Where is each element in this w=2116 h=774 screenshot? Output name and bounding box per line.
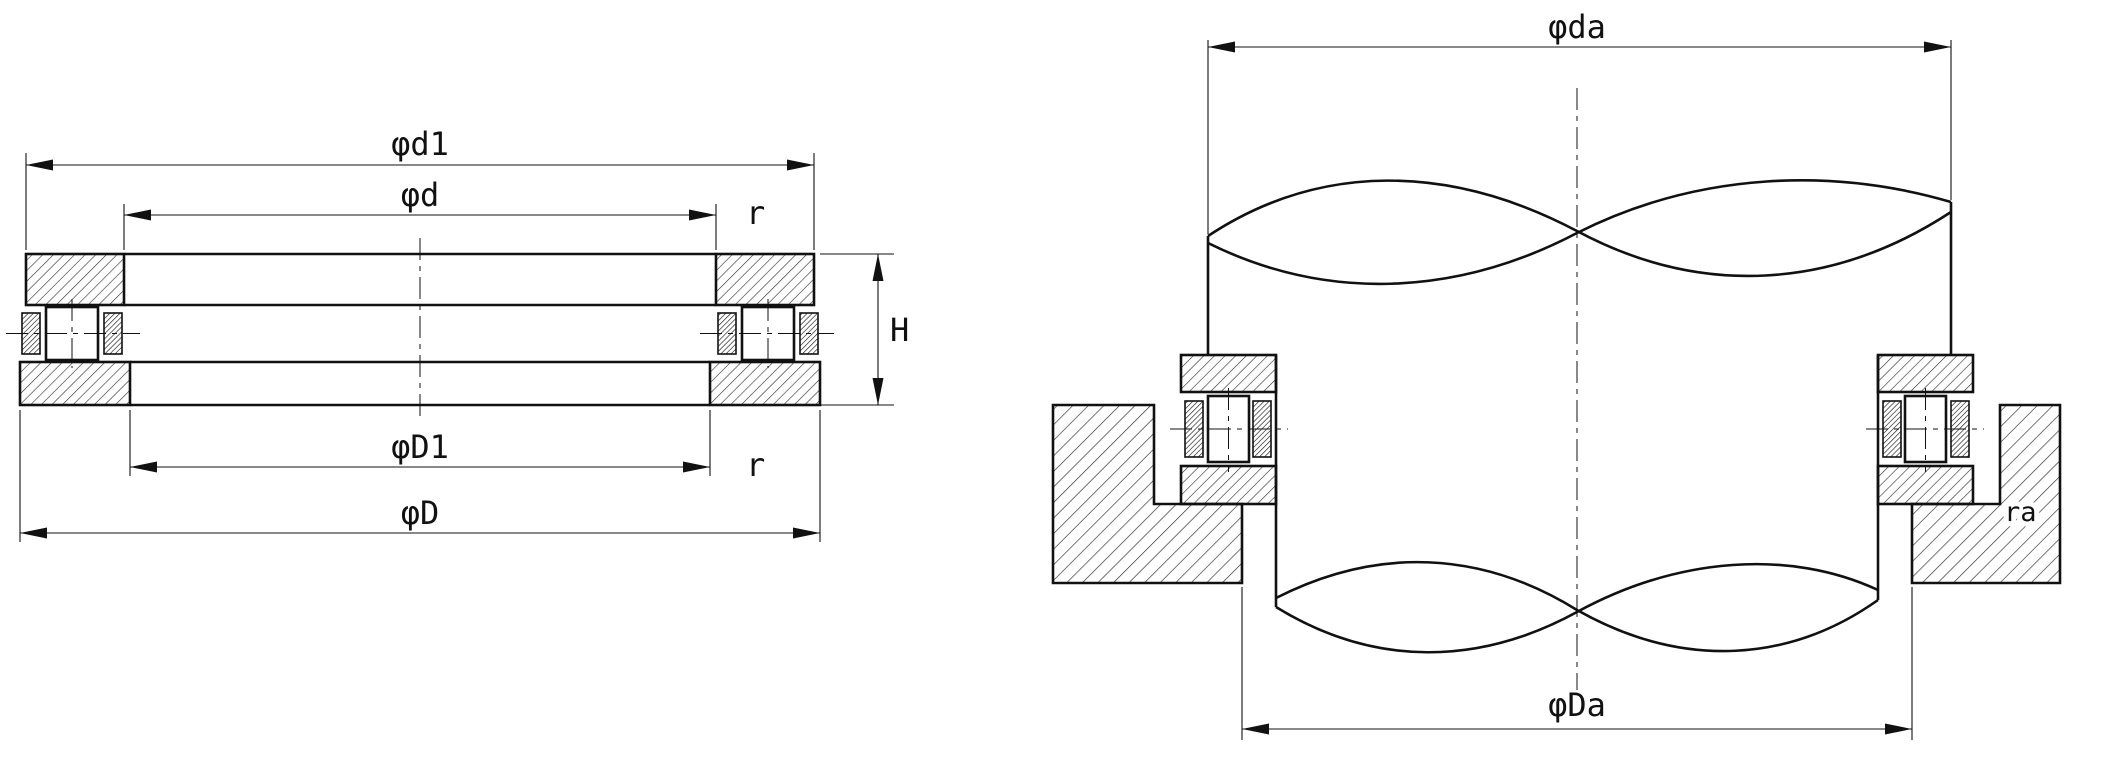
shaft-washer-section xyxy=(1179,353,1278,394)
dim-label-D1: φD1 xyxy=(391,428,449,466)
dim-label-D: φD xyxy=(401,494,440,532)
dim-label-H: H xyxy=(890,311,909,349)
shaft-break-line xyxy=(1207,179,1952,286)
dim-label-da: φda xyxy=(1548,8,1606,46)
dim-label-Da: φDa xyxy=(1548,686,1606,724)
dim-label-ra: ra xyxy=(2004,497,2037,528)
dim-label-r-top: r xyxy=(746,194,765,232)
housing-washer-section-left xyxy=(18,360,132,407)
shaft-break-line xyxy=(1207,179,1952,278)
left-view-bearing-section: φd1 φd r φD1 r φD H xyxy=(6,125,909,542)
shaft-washer-section-left xyxy=(24,252,126,307)
dim-label-d: φd xyxy=(401,176,440,214)
right-view-mounting-section: φda φDa ra xyxy=(1051,8,2062,740)
dim-label-d1: φd1 xyxy=(391,125,449,163)
shaft-washer-section xyxy=(1876,353,1975,394)
dim-label-r-bottom: r xyxy=(746,446,765,484)
housing-washer-section-right xyxy=(708,360,822,407)
shaft-washer-section-right xyxy=(714,252,816,307)
housing-washer-section xyxy=(1876,464,1975,506)
